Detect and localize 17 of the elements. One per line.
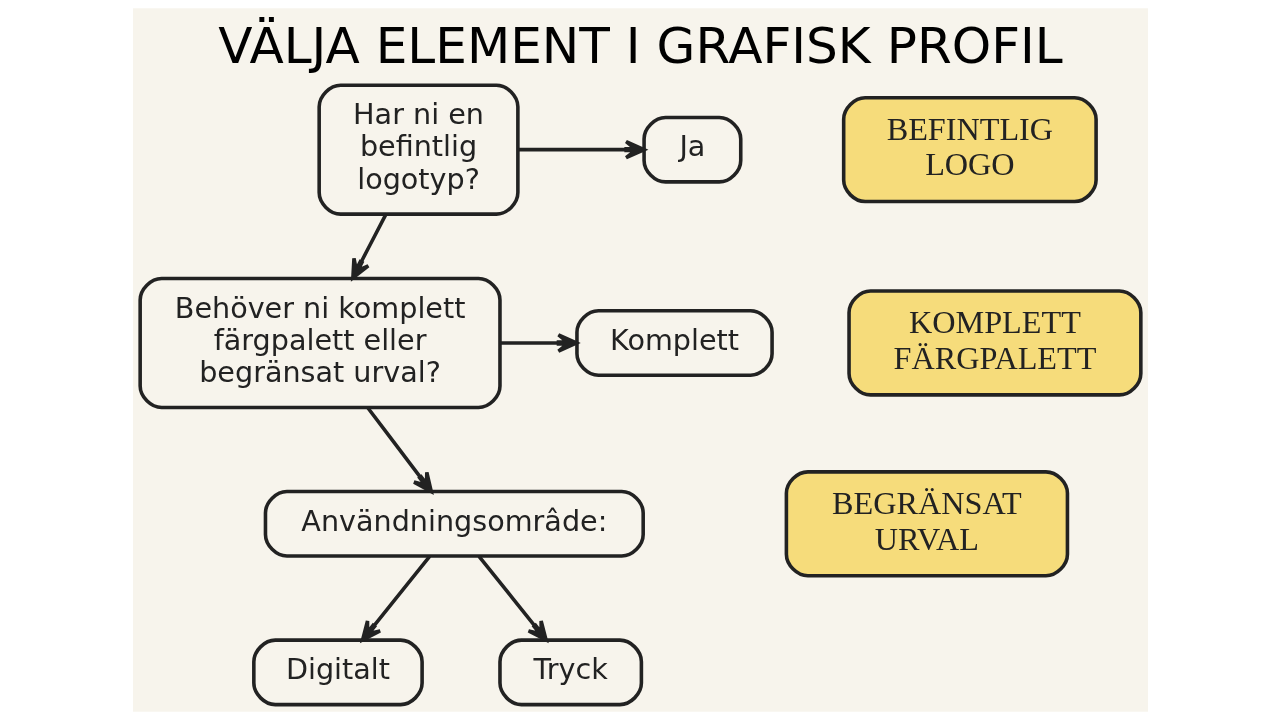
arrow bbox=[477, 555, 548, 642]
arrow bbox=[360, 555, 431, 642]
arrow bbox=[365, 406, 433, 494]
node-box: Har ni en befintlig logotyp? bbox=[316, 83, 520, 216]
node-box: Digitalt bbox=[251, 638, 424, 707]
node-box: Användningsomrâde: bbox=[263, 489, 645, 558]
arrow bbox=[517, 139, 646, 160]
node-box: Ja bbox=[641, 115, 743, 184]
node-box: Tryck bbox=[497, 638, 643, 707]
diagram-title: VÄLJA ELEMENT I GRAFISK PROFIL bbox=[217, 15, 1063, 75]
node-box: Behöver ni komplett färgpalett eller begränsat urval? bbox=[137, 276, 502, 410]
node-box: BEGRÄNSAT URVAL bbox=[784, 470, 1069, 578]
arrow bbox=[350, 213, 388, 280]
node-box: BEFINTLIG LOGO bbox=[841, 95, 1098, 204]
node-box: KOMPLETT FÄRGPALETT bbox=[846, 289, 1143, 397]
arrow bbox=[499, 333, 578, 353]
node-box: Komplett bbox=[574, 308, 774, 377]
